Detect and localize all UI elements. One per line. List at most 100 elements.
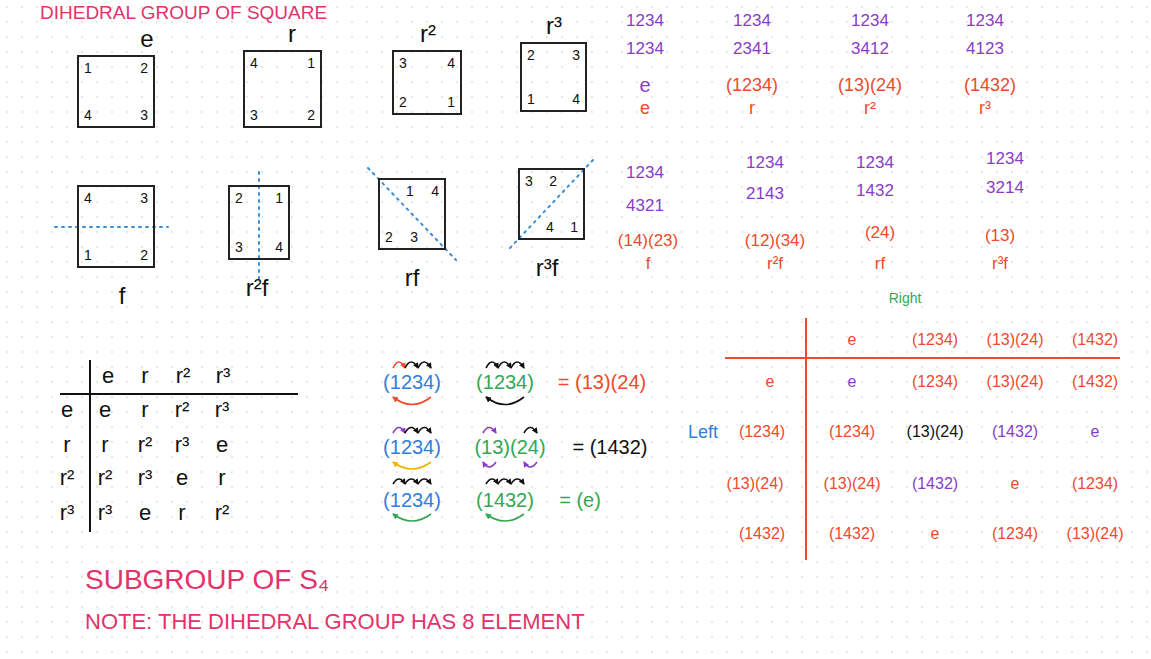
- permutation-row: 1234: [851, 12, 889, 29]
- symmetry-square: r²3421: [392, 50, 462, 115]
- corner-number: 1: [527, 92, 535, 106]
- mapping-arrow: [486, 514, 524, 521]
- corner-number: 4: [572, 92, 580, 106]
- cycle-notation: (24): [865, 224, 895, 241]
- mapping-arrow: [405, 479, 418, 484]
- corner-number: 4: [250, 56, 258, 70]
- cayley-cell: r²: [176, 365, 191, 387]
- cycle-notation: e: [639, 75, 650, 95]
- corner-number: 3: [140, 191, 148, 205]
- cayley-cell: (1234): [739, 424, 785, 440]
- cayley-cell: e: [99, 399, 111, 421]
- cayley-cell: r: [178, 502, 185, 524]
- cycle-notation: r³f: [992, 255, 1008, 272]
- mapping-arrow: [524, 462, 537, 467]
- symmetry-square: r³f3241: [518, 168, 585, 240]
- side-note: Left: [688, 423, 718, 441]
- cycle-notation: (1234): [726, 76, 778, 94]
- cayley-cell: r³: [98, 502, 113, 524]
- corner-number: 3: [250, 108, 258, 122]
- cayley-cell: (1432): [1072, 374, 1118, 390]
- corner-number: 1: [84, 61, 92, 75]
- cayley-cell: (1432): [1072, 332, 1118, 348]
- cycle-notation: (13)(24): [838, 76, 902, 94]
- permutation-row: 2143: [746, 185, 784, 202]
- mapping-arrow: [483, 462, 496, 467]
- mapping-arrow: [486, 362, 498, 368]
- cayley-cell: (13)(24): [824, 476, 881, 492]
- cayley-cell: r³: [216, 365, 231, 387]
- cayley-cell: e: [176, 467, 188, 489]
- cayley-cell: e: [766, 374, 775, 390]
- mirror-axis: [55, 226, 168, 228]
- cayley-cell: r³: [60, 502, 75, 524]
- permutation-row: 1234: [966, 12, 1004, 29]
- mirror-axis: [368, 168, 456, 260]
- cycle-notation: rf: [875, 255, 885, 272]
- mapping-arrow: [418, 428, 431, 434]
- symmetry-square: r³2314: [520, 42, 587, 112]
- cayley-cell: r: [218, 467, 225, 489]
- cayley-cell: r³: [215, 399, 230, 421]
- cayley-cell: (1234): [912, 374, 958, 390]
- corner-number: 4: [447, 56, 455, 70]
- corner-number: 3: [525, 174, 533, 188]
- table-rule: [725, 357, 1120, 359]
- symmetry-square: rf1423: [378, 178, 446, 250]
- cayley-cell: (13)(24): [987, 374, 1044, 390]
- cayley-cell: (1234): [1072, 476, 1118, 492]
- corner-number: 3: [399, 56, 407, 70]
- permutation-row: 4123: [966, 40, 1004, 57]
- composition-term: (1234): [476, 372, 534, 392]
- cycle-notation: (14)(23): [618, 232, 678, 249]
- corner-number: 2: [140, 61, 148, 75]
- corner-number: 1: [406, 184, 414, 198]
- cayley-cell: (13)(24): [987, 332, 1044, 348]
- cayley-cell: (1234): [912, 332, 958, 348]
- cayley-cell: e: [216, 434, 228, 456]
- permutation-row: 1234: [626, 164, 664, 181]
- corner-number: 2: [140, 248, 148, 262]
- cayley-cell: (1432): [912, 476, 958, 492]
- mapping-arrow: [393, 362, 405, 368]
- composition-term: = (1432): [572, 437, 647, 457]
- cayley-cell: r²: [215, 502, 230, 524]
- cayley-cell: e: [61, 399, 73, 421]
- corner-number: 3: [235, 240, 243, 254]
- cayley-cell: r: [63, 434, 70, 456]
- corner-number: 1: [275, 191, 283, 205]
- corner-number: 4: [84, 108, 92, 122]
- composition-term: (13)(24): [474, 437, 545, 457]
- composition-term: (1432): [476, 490, 534, 510]
- permutation-row: 3214: [986, 179, 1024, 196]
- cayley-cell: (13)(24): [907, 424, 964, 440]
- corner-number: 2: [307, 108, 315, 122]
- element-name: r³f: [536, 256, 559, 280]
- corner-number: 1: [570, 220, 578, 234]
- mapping-arrow: [511, 479, 524, 484]
- corner-number: 4: [431, 184, 439, 198]
- mapping-arrow: [393, 462, 431, 469]
- element-name: f: [119, 284, 126, 308]
- cayley-cell: r: [101, 434, 108, 456]
- cayley-cell: e: [848, 332, 857, 348]
- corner-number: 2: [399, 95, 407, 109]
- corner-number: 3: [140, 108, 148, 122]
- cycle-notation: f: [646, 255, 651, 272]
- cayley-cell: e: [931, 526, 940, 542]
- mapping-arrow: [483, 428, 496, 434]
- element-name: r³: [546, 14, 562, 38]
- cayley-cell: r³: [175, 434, 190, 456]
- mapping-arrow: [524, 428, 537, 434]
- permutation-row: 1234: [986, 150, 1024, 167]
- cayley-cell: r: [141, 399, 148, 421]
- mapping-arrow: [418, 362, 431, 368]
- mapping-arrow: [418, 479, 431, 484]
- cayley-cell: (1234): [992, 526, 1038, 542]
- side-note: Right: [889, 291, 922, 305]
- element-name: e: [140, 27, 153, 51]
- corner-number: 1: [307, 56, 315, 70]
- corner-number: 4: [546, 220, 554, 234]
- cayley-cell: r²: [98, 467, 113, 489]
- permutation-row: 1234: [746, 154, 784, 171]
